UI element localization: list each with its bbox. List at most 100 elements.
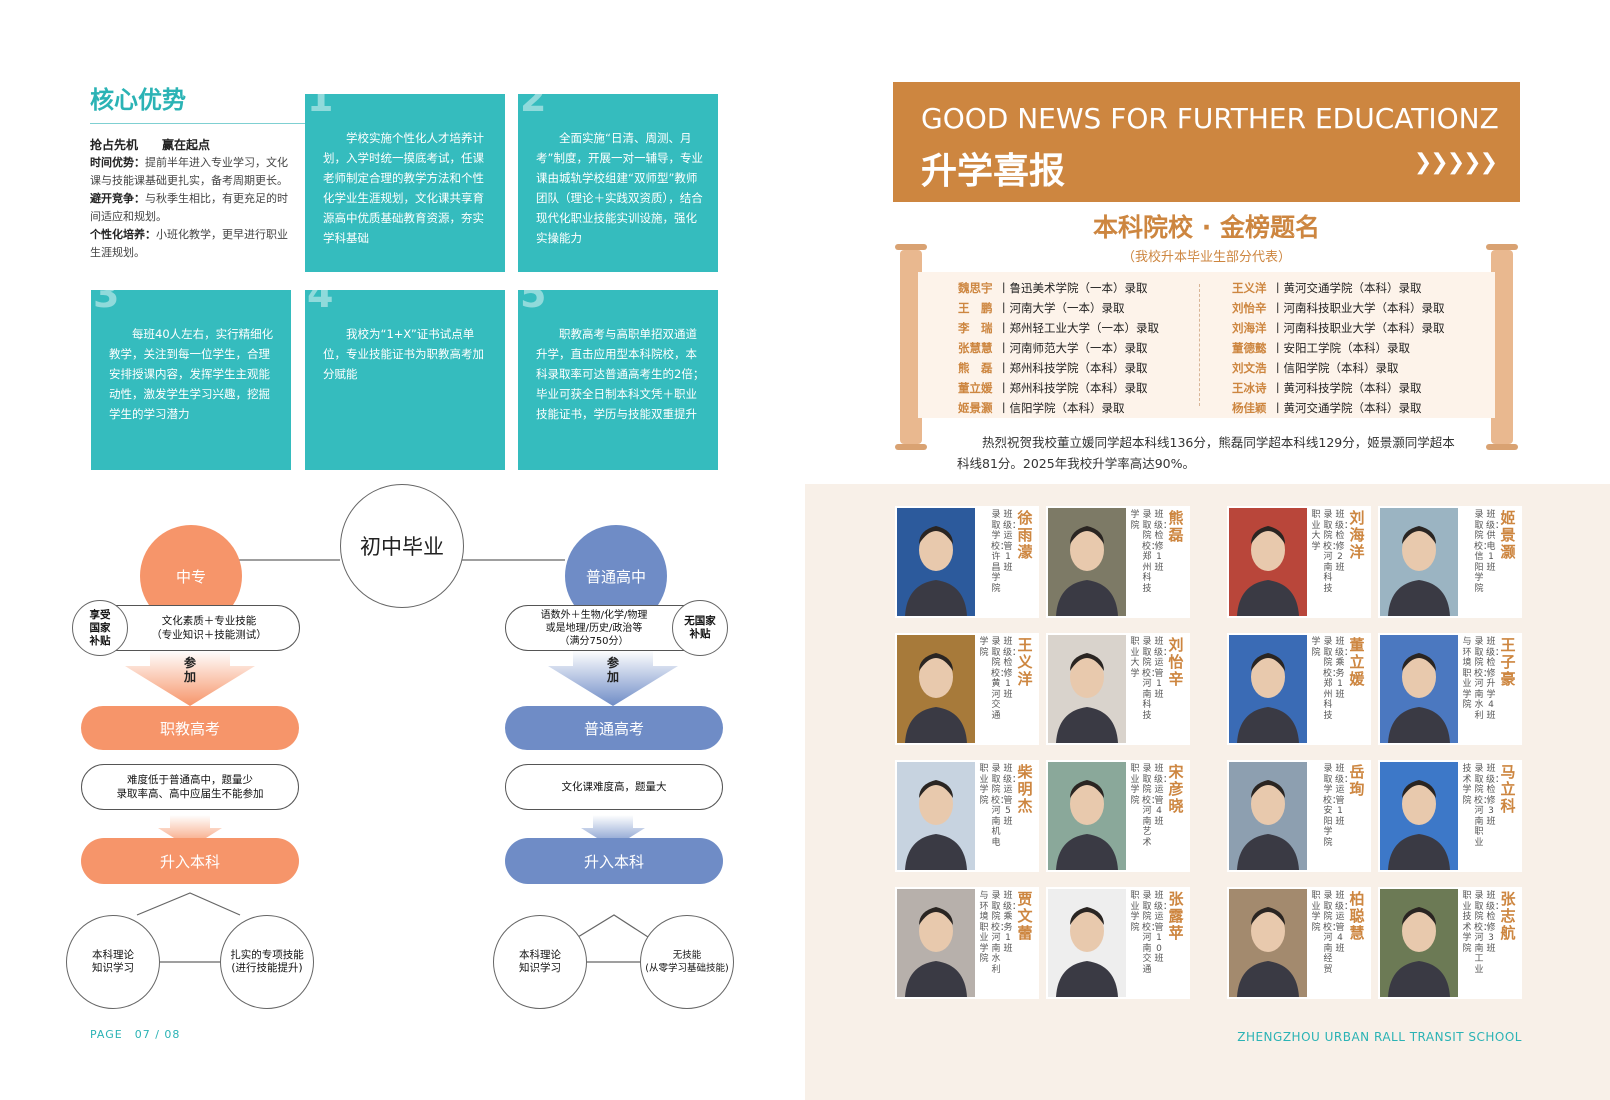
list-item: 姬景灏丨信阳学院（本科）录取 [958, 401, 1125, 415]
person-silhouette-icon [1237, 526, 1299, 616]
student-photo [1229, 635, 1307, 743]
join-label: 参 加 [606, 656, 619, 684]
student-name: 岳珣 [1349, 763, 1365, 798]
student-school: 录取院校：河南工业 [1474, 891, 1493, 975]
vocational-exam-pill: 职教高考 [81, 706, 299, 750]
student-school: 录取院校：信阳学院 [1474, 510, 1493, 594]
person-silhouette-icon [1237, 653, 1299, 743]
student-photo [1229, 889, 1307, 997]
person-silhouette-icon [1056, 780, 1118, 870]
person-silhouette-icon [1388, 526, 1450, 616]
vocational-outcome-theory: 本科理论 知识学习 [66, 915, 160, 1009]
student-school-overflow: 与环境职业学院 [1462, 637, 1472, 710]
student-card: 张露苹班级：运管10班录取院校：河南交通职业学院 [1046, 887, 1190, 999]
student-school: 录取院校：郑州科技 [1142, 510, 1161, 594]
student-name: 姬景灏 [1500, 509, 1516, 561]
person-silhouette-icon [905, 653, 967, 743]
student-school: 录取院校：河南机电 [991, 764, 1010, 848]
section-subtitle: 本科院校 · 金榜题名 [1093, 213, 1320, 242]
student-class: 班级：运管4班 [1154, 764, 1173, 827]
box-text: 全面实施“日清、周测、月考”制度，开展一对一辅导，专业课由城轨学校组建“双师型”… [536, 131, 703, 245]
list-item: 刘怡辛丨河南科技职业大学（本科）录取 [1232, 301, 1445, 315]
student-card: 贾文蕾班级：乘务1班录取院校：河南水利与环境职业学院 [895, 887, 1039, 999]
student-class: 班级：检修2班 [1335, 510, 1354, 573]
student-card: 董立媛班级：乘务1班录取院校：郑州科技学院 [1227, 633, 1371, 745]
student-card: 柴明杰班级：运管5班录取院校：河南机电职业学院 [895, 760, 1039, 872]
student-card: 姬景灏班级：供电1班录取院校：信阳学院 [1378, 506, 1522, 618]
box-number: 5 [520, 272, 547, 316]
scroll-rod-left [900, 250, 922, 444]
student-school-overflow: 与环境职业学院 [979, 891, 989, 964]
join-label: 参 加 [183, 656, 196, 684]
student-school: 录取院校：河南水利 [1474, 637, 1493, 721]
general-exam-pill: 普通高考 [505, 706, 723, 750]
student-name: 柏聪慧 [1349, 890, 1365, 942]
list-item: 魏思宇丨鲁迅美术学院（一本）录取 [958, 281, 1148, 295]
box-text: 职教高考与高职单招双通道升学，直击应用型本科院校，本科录取率可达普通高考生的2倍… [536, 327, 705, 421]
vocational-outcome-skill: 扎实的专项技能 (进行技能提升) [220, 915, 314, 1009]
admission-scroll: 魏思宇丨鲁迅美术学院（一本）录取 王 鹏丨河南大学（一本）录取 李 瑞丨郑州轻工… [918, 272, 1495, 418]
person-silhouette-icon [1237, 780, 1299, 870]
student-school: 录取院校：河南水利 [991, 891, 1010, 975]
student-school: 录取院校：河南交通 [1142, 891, 1161, 975]
intro-item: 个性化培养：小班化教学，更早进行职业生涯规划。 [90, 228, 288, 259]
student-name: 刘海洋 [1349, 509, 1365, 561]
box-number: 2 [520, 76, 547, 120]
list-item: 李 瑞丨郑州轻工业大学（一本）录取 [958, 321, 1159, 335]
list-item: 王冰诗丨黄河科技学院（本科）录取 [1232, 381, 1422, 395]
person-silhouette-icon [1237, 907, 1299, 997]
scroll-rod-right [1491, 250, 1513, 444]
student-school-overflow: 职业技术学院 [1462, 891, 1472, 954]
student-class: 班级：运管5班 [1003, 764, 1022, 827]
student-school-overflow: 职业大学 [1311, 510, 1321, 552]
list-item: 熊 磊丨郑州科技学院（本科）录取 [958, 361, 1148, 375]
good-news-banner: GOOD NEWS FOR FURTHER EDUCATIONZ 升学喜报 ❯❯… [893, 82, 1520, 202]
junior-graduation-circle: 初中毕业 [340, 484, 464, 608]
general-exam-note: 文化课难度高，题量大 [505, 764, 723, 810]
student-card: 徐雨濛班级：运管1班录取学校：许昌学院 [895, 506, 1039, 618]
person-silhouette-icon [1056, 526, 1118, 616]
student-card: 熊磊班级：检修1班录取院校：郑州科技学院 [1046, 506, 1190, 618]
student-school-overflow: 职业学院 [1130, 891, 1140, 933]
student-school: 录取院校：河南职业 [1474, 764, 1493, 848]
page-title: 核心优势 [90, 86, 186, 114]
list-item: 王义洋丨黄河交通学院（本科）录取 [1232, 281, 1422, 295]
student-name: 张志航 [1500, 890, 1516, 942]
student-card: 岳珣班级：运管1班录取学校：安阳学院 [1227, 760, 1371, 872]
student-photo [1380, 762, 1458, 870]
list-item: 董立媛丨郑州科技学院（本科）录取 [958, 381, 1148, 395]
student-name: 徐雨濛 [1017, 509, 1033, 561]
student-school: 录取院校：河南经贸 [1323, 891, 1342, 975]
student-class: 班级：运管1班 [1335, 764, 1354, 827]
person-silhouette-icon [1388, 780, 1450, 870]
page-number: PAGE 07 / 08 [90, 1028, 181, 1041]
list-item: 张慧慧丨河南师范大学（一本）录取 [958, 341, 1148, 355]
student-photo [1380, 635, 1458, 743]
intro-item: 避开竞争：与秋季生相比，有更充足的时间适应和规划。 [90, 192, 288, 223]
student-school: 录取学校：许昌学院 [991, 510, 1010, 594]
banner-english-title: GOOD NEWS FOR FURTHER EDUCATIONZ [921, 102, 1499, 135]
student-name: 王义洋 [1017, 636, 1033, 688]
congrats-paragraph: 热烈祝贺我校董立媛同学超本科线136分，熊磊同学超本科线129分，姬景灏同学超本… [957, 435, 1455, 471]
student-card: 王义洋班级：检修1班录取院校：黄河交通学院 [895, 633, 1039, 745]
box-number: 1 [307, 76, 334, 120]
intro-item: 时间优势：提前半年进入专业学习，文化课与技能课基础更扎实，备考周期更长。 [90, 156, 288, 187]
vocational-result-pill: 升入本科 [81, 838, 299, 884]
student-school: 录取学校：安阳学院 [1323, 764, 1342, 848]
student-school-overflow: 学院 [979, 637, 989, 658]
student-name: 马立科 [1500, 763, 1516, 815]
student-photo [897, 889, 975, 997]
intro-heading: 抢占先机 赢在起点 [90, 138, 211, 152]
student-school: 录取院校：黄河交通 [991, 637, 1010, 721]
person-silhouette-icon [905, 780, 967, 870]
student-photo [1048, 889, 1126, 997]
list-item: 刘文浩丨信阳学院（本科）录取 [1232, 361, 1399, 375]
person-silhouette-icon [1056, 907, 1118, 997]
chevrons-icon: ❯❯❯❯❯ [1413, 150, 1498, 175]
student-photo [1229, 508, 1307, 616]
student-school-overflow: 职业学院 [979, 764, 989, 806]
intro-text: 抢占先机 赢在起点 时间优势：提前半年进入专业学习，文化课与技能课基础更扎实，备… [90, 136, 295, 262]
advantage-box-5: 5 职教高考与高职单招双通道升学，直击应用型本科院校，本科录取率可达普通高考生的2… [518, 275, 718, 470]
banner-chinese-title: 升学喜报 [921, 151, 1066, 192]
